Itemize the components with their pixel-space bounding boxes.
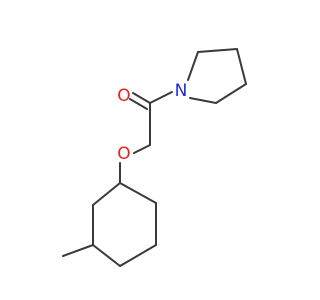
atom-labels: O N O: [117, 81, 187, 164]
bond-cyclohexane-1: [119, 182, 157, 204]
bond-n-carbonyl-carbon: [149, 91, 173, 104]
ether-oxygen-label: O: [117, 144, 130, 164]
bond-methyl: [62, 244, 94, 257]
bond-ring-n-c1: [187, 51, 199, 81]
bond-cyclohexane-4: [92, 244, 121, 267]
bond-ring-c1-c2: [197, 48, 238, 53]
bond-ch2-oxygen: [133, 144, 151, 154]
bond-cyclohexane-6: [92, 182, 121, 206]
bond-cyclohexane-3: [119, 244, 157, 267]
bond-carbonyl-double-1: [132, 92, 151, 104]
molecule-structure-diagram: O N O: [0, 0, 300, 300]
bond-ring-c2-c3: [236, 48, 247, 85]
bond-ring-c3-c4: [215, 83, 247, 104]
bonds: [62, 48, 247, 267]
bond-carbonyl-double-2: [129, 98, 148, 110]
carbonyl-oxygen-label: O: [117, 86, 130, 106]
nitrogen-label: N: [175, 81, 188, 101]
canvas-background: [0, 0, 300, 300]
bond-ring-c4-n: [189, 97, 217, 104]
